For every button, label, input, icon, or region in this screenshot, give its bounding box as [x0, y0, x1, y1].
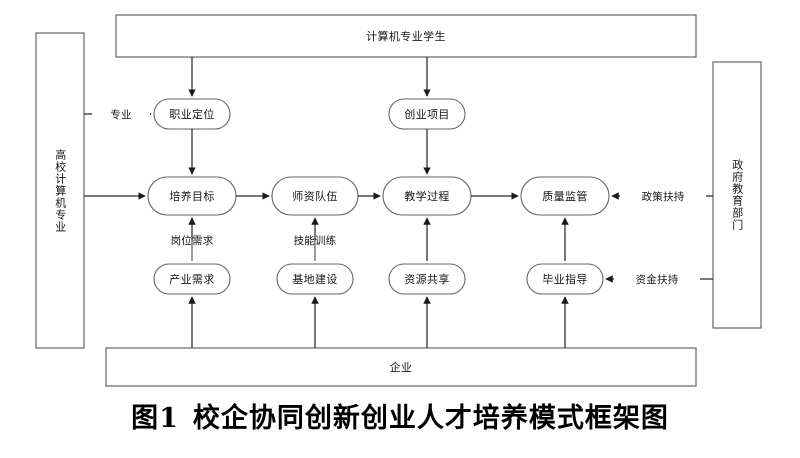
- panel-left-shape: [35, 32, 85, 349]
- panel-top-shape: [115, 14, 697, 58]
- node-training-objectives-shape: [147, 176, 237, 216]
- panel-shapes: [35, 14, 762, 387]
- node-faculty-team-shape: [271, 176, 359, 216]
- node-quality-supervision-shape: [520, 176, 610, 216]
- node-teaching-process-shape: [382, 176, 472, 216]
- connector-segments: [191, 240, 316, 261]
- node-base-construction-shape: [276, 263, 354, 295]
- node-industry-demand-shape: [153, 263, 231, 295]
- node-shapes: [147, 98, 610, 295]
- panel-bottom-shape: [105, 347, 697, 387]
- node-career-positioning-shape: [153, 98, 231, 130]
- node-startup-project-shape: [388, 98, 466, 130]
- panel-right-shape: [712, 61, 762, 329]
- figure-caption-text: 校企协同创新创业人才培养模式框架图: [192, 403, 669, 434]
- node-resource-sharing-shape: [388, 263, 466, 295]
- figure-caption-index: 图1: [131, 403, 179, 434]
- node-graduation-guidance-shape: [526, 263, 604, 295]
- figure-caption: 图1 校企协同创新创业人才培养模式框架图: [0, 396, 800, 435]
